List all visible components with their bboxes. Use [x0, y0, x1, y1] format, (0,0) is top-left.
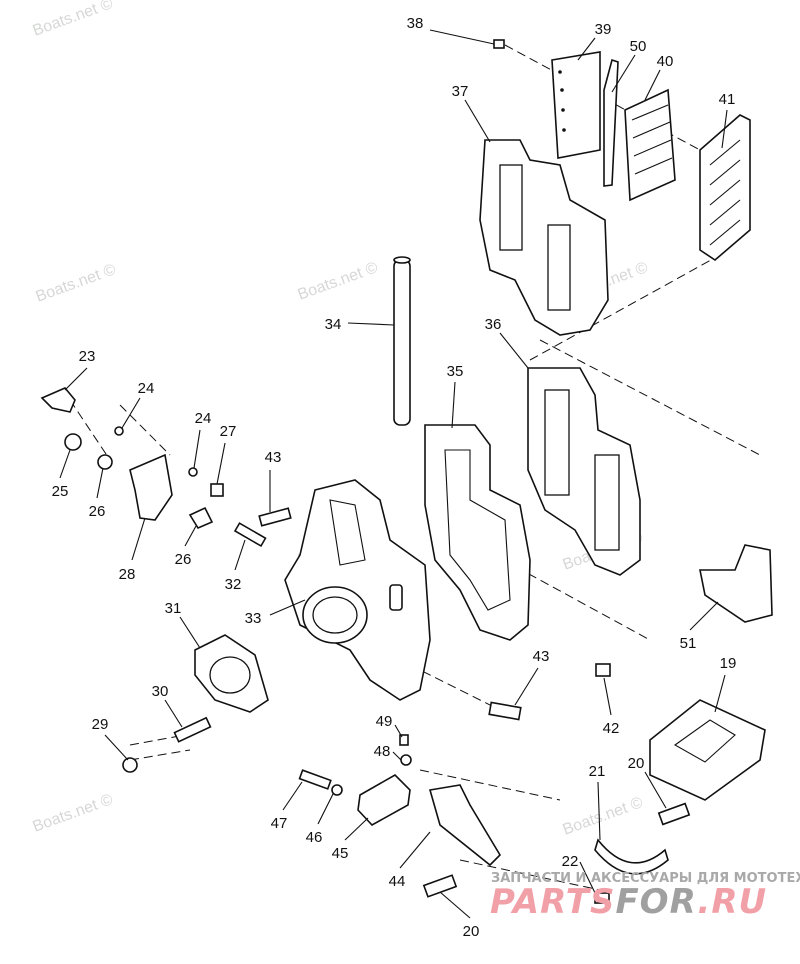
bracket [699, 544, 773, 623]
callout-32: 32 [225, 576, 242, 593]
washer [114, 426, 124, 436]
hose-clamp [594, 838, 669, 875]
callout-41: 41 [719, 91, 736, 108]
callout-19: 19 [720, 655, 737, 672]
callout-31: 31 [165, 600, 182, 617]
screw [258, 507, 292, 527]
logo-text: PARTSFOR.RU [490, 882, 767, 922]
partsfor-logo: ЗАПЧАСТИ И АКСЕССУАРЫ ДЛЯ МОТОТЕХНИКИ PA… [490, 871, 800, 922]
callout-20: 20 [628, 755, 645, 772]
watermark: Boats.net © [561, 794, 646, 839]
mount-block [357, 774, 411, 827]
washer [188, 467, 198, 477]
gasket-small [188, 506, 214, 530]
screw [595, 663, 611, 677]
reed-stop [551, 51, 601, 159]
callout-35: 35 [447, 363, 464, 380]
watermark: Boats.net © [31, 0, 116, 40]
callout-33: 33 [245, 610, 262, 627]
tube [393, 259, 411, 426]
screw [298, 769, 332, 790]
callout-48: 48 [374, 743, 391, 760]
callout-26: 26 [175, 551, 192, 568]
logo-tagline: ЗАПЧАСТИ И АКСЕССУАРЫ ДЛЯ МОТОТЕХНИКИ [491, 871, 800, 886]
screw [594, 892, 610, 904]
reed-block [699, 114, 751, 262]
washer [400, 754, 412, 766]
callout-34: 34 [325, 316, 342, 333]
screw [422, 874, 458, 898]
nut [64, 433, 82, 451]
callout-30: 30 [152, 683, 169, 700]
callout-43: 43 [265, 449, 282, 466]
screw [488, 701, 522, 721]
callout-39: 39 [595, 21, 612, 38]
callout-24: 24 [138, 380, 155, 397]
leader-lines [59, 29, 728, 919]
nut [122, 757, 138, 773]
callout-38: 38 [407, 15, 424, 32]
callout-21: 21 [589, 763, 606, 780]
callout-27: 27 [220, 423, 237, 440]
reed-plate [624, 88, 676, 202]
callout-36: 36 [485, 316, 502, 333]
callout-37: 37 [452, 83, 469, 100]
cover [649, 699, 766, 801]
elbow-fitting [40, 387, 76, 413]
callout-43: 43 [533, 648, 550, 665]
link-arm [428, 784, 502, 867]
callout-51: 51 [680, 635, 697, 652]
callout-labels: 38 39 50 40 41 37 34 36 35 23 24 24 27 4… [52, 15, 737, 940]
gasket-upper [479, 139, 609, 336]
callout-23: 23 [79, 348, 96, 365]
callout-45: 45 [332, 845, 349, 862]
washer [331, 784, 343, 796]
callout-50: 50 [630, 38, 647, 55]
callout-49: 49 [376, 713, 393, 730]
callout-25: 25 [52, 483, 69, 500]
watermark: Boats.net © [31, 791, 116, 836]
callout-20: 20 [463, 923, 480, 940]
callout-26: 26 [89, 503, 106, 520]
callout-22: 22 [562, 853, 579, 870]
watermark: Boats.net © [34, 261, 119, 306]
intake-manifold [284, 479, 431, 701]
callout-29: 29 [92, 716, 109, 733]
reed-petal [603, 58, 619, 187]
nut [97, 454, 113, 470]
callout-40: 40 [657, 53, 674, 70]
nut [210, 483, 224, 497]
plate [424, 424, 531, 641]
screw [493, 39, 505, 49]
callout-46: 46 [306, 829, 323, 846]
callout-28: 28 [119, 566, 136, 583]
callout-24: 24 [195, 410, 212, 427]
callout-42: 42 [603, 720, 620, 737]
screw [657, 802, 691, 826]
bracket [129, 453, 173, 521]
callout-44: 44 [389, 873, 406, 890]
watermark: Boats.net © [296, 259, 381, 304]
callout-47: 47 [271, 815, 288, 832]
stud [233, 522, 267, 548]
stud [173, 716, 212, 743]
screw [399, 734, 409, 746]
